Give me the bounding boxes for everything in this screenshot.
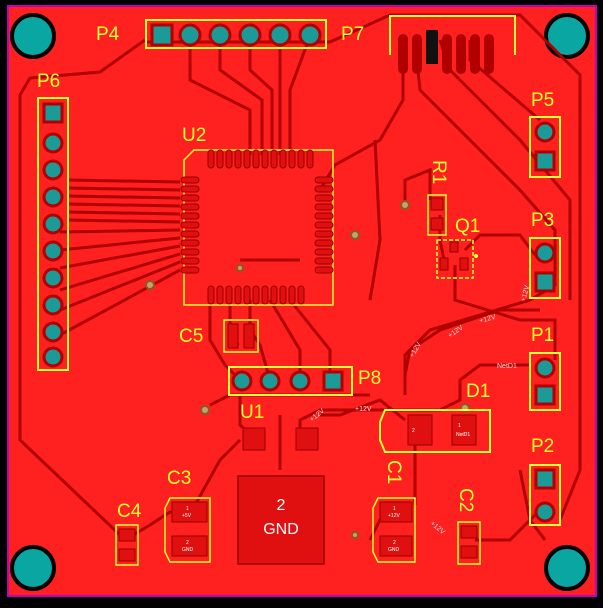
label-c4: C4: [117, 501, 142, 522]
board-outline: [7, 5, 597, 597]
label-c2: C2: [455, 488, 476, 512]
header-p8: [228, 366, 353, 396]
pad-label: 2: [393, 540, 396, 546]
label-p4: P4: [96, 24, 120, 45]
pad-label: 2: [412, 428, 415, 434]
header-p6: [37, 97, 69, 371]
label-p1: P1: [531, 325, 554, 346]
pad-label: +5V: [182, 513, 192, 519]
label-c5: C5: [179, 326, 203, 347]
label-c3: C3: [167, 468, 191, 489]
label-u2: U2: [182, 125, 206, 146]
label-p7: P7: [341, 24, 364, 45]
net-label: +12V: [355, 406, 372, 413]
pad-label: 1: [458, 423, 461, 429]
vias: [145, 200, 470, 539]
pad-label: 1: [393, 506, 396, 512]
header-p3: [529, 237, 561, 299]
label-q1: Q1: [455, 216, 480, 237]
diode-d1: 2 1 NetD1: [379, 409, 491, 453]
header-p2: [529, 464, 561, 526]
label-d1: D1: [466, 381, 490, 402]
header-p5: [529, 116, 561, 178]
capacitor-c4: [115, 524, 139, 566]
capacitor-c5: [223, 319, 259, 353]
pad-label: +12V: [388, 513, 400, 519]
connector-p7: [389, 15, 516, 74]
label-p3: P3: [531, 210, 554, 231]
pad-label: NetD1: [456, 432, 470, 438]
label-c1: C1: [383, 460, 404, 484]
u1-tab-net: GND: [263, 521, 299, 538]
pad-label: 2: [186, 540, 189, 546]
label-p6: P6: [37, 71, 60, 92]
label-p8: P8: [358, 368, 381, 389]
net-label: +12V: [520, 284, 531, 302]
header-p1: [529, 352, 561, 411]
designators: P4 P7 P6 P5 U2 P3 Q1 R1 P1 C5 P8 D1 U1 P…: [37, 24, 554, 522]
pad-label: GND: [182, 547, 194, 553]
label-p2: P2: [531, 436, 554, 457]
label-r1: R1: [428, 160, 449, 184]
label-u1: U1: [240, 402, 264, 423]
capacitor-c2: [457, 521, 481, 565]
capacitor-c3: 1 +5V 2 GND: [164, 497, 211, 563]
u1-tab-pin: 2: [277, 497, 286, 514]
ic-u2: [180, 149, 334, 306]
transistor-q1: [436, 239, 478, 279]
resistor-r1: [427, 194, 447, 236]
header-p4: [145, 19, 327, 49]
net-label: +12V: [479, 314, 497, 325]
mounting-holes: [10, 13, 590, 591]
pad-label: GND: [388, 547, 400, 553]
net-label: NetD1: [497, 363, 517, 370]
pad-label: 1: [186, 506, 189, 512]
regulator-u1: 2 GND: [237, 427, 325, 565]
capacitor-c1: 1 +12V 2 GND: [372, 497, 416, 563]
label-p5: P5: [531, 90, 554, 111]
